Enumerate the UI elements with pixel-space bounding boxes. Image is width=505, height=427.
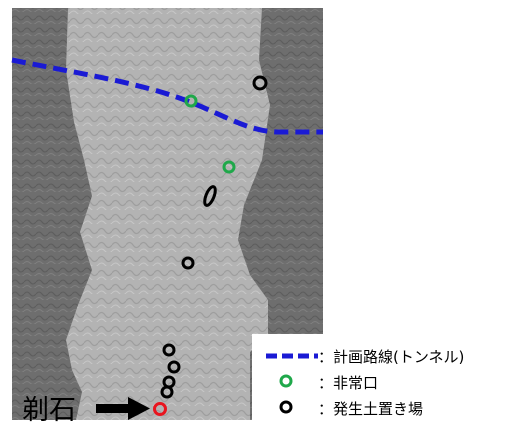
emergency-exit-marker [222,160,236,174]
highlighted-site-marker [153,402,167,416]
right-arrow-icon [96,397,150,420]
disposal-site-marker [181,256,195,270]
disposal-site-marker [167,360,181,374]
place-name-label: 剃石 [22,395,76,426]
disposal-site-marker [162,343,176,357]
black-circle-icon [279,400,293,414]
green-circle-icon [279,374,293,388]
legend-box [252,334,505,423]
valley-area [66,8,270,420]
disposal-site-marker [252,75,268,91]
emergency-exit-marker [184,94,198,108]
planned-route-line [11,57,323,135]
legend-exit-label: ：非常口 [318,374,379,392]
legend-route-label: ：計画路線(トンネル) [318,348,465,366]
disposal-site-marker [160,385,174,399]
legend-disposal-label: ：発生土置き場 [318,400,424,418]
disposal-site-marker [203,185,217,207]
